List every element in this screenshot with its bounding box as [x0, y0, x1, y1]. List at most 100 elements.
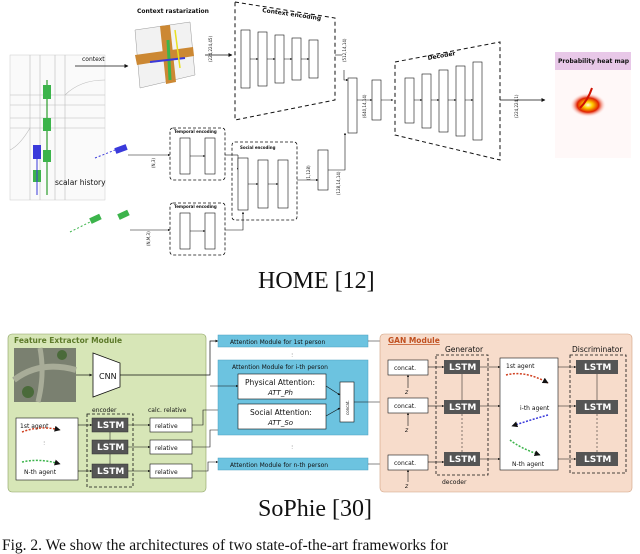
agent-trajectory-2: [69, 209, 130, 233]
context-feature-dim: (512,14,14): [342, 38, 347, 62]
temporal-encoding-label-2: Temporal encoding: [174, 204, 217, 209]
social-attention-block: Social Attention: ATT_So: [237, 403, 327, 430]
scene-image: [12, 347, 77, 403]
noise-z-3: z: [404, 483, 409, 490]
svg-text:LSTM: LSTM: [97, 443, 124, 453]
svg-text:Attention Module for i-th pers: Attention Module for i-th person: [232, 364, 328, 371]
predictions-panel: [499, 357, 559, 471]
context-label: context: [82, 56, 105, 63]
home-title: HOME [12]: [258, 268, 375, 294]
generator-label: Generator: [445, 345, 484, 354]
cnn-block: [92, 352, 121, 398]
social-repeat-dim: (128,14,14): [336, 171, 341, 195]
home-diagram: context Context rastarization (224,224,4…: [9, 1, 631, 294]
feature-extractor-label: Feature Extractor Module: [14, 336, 122, 345]
encoder-lstm-1: LSTM: [91, 417, 129, 433]
agent-n-label: N-th agent: [24, 469, 57, 476]
svg-text:relative: relative: [155, 469, 178, 476]
relative-box-1: relative: [149, 417, 193, 433]
attention-module-n: Attention Module for n-th person: [217, 457, 369, 471]
svg-text:relative: relative: [155, 423, 178, 430]
temporal-encoder-2: Temporal encoding: [169, 202, 226, 256]
svg-text:Social Attention:: Social Attention:: [250, 408, 312, 417]
encoder-group: [86, 413, 134, 488]
social-feature-block: [317, 149, 329, 191]
figure-caption: Fig. 2. We show the architectures of two…: [2, 537, 449, 554]
concat-block-attention: concat.: [339, 381, 355, 423]
agent-trajectory-1: [94, 144, 128, 159]
attention-module-1: Attention Module for 1st person: [217, 334, 369, 348]
sophie-diagram: Feature Extractor Module CNN encoder cal…: [7, 333, 633, 522]
svg-text:concat.: concat.: [394, 403, 416, 410]
output-dim: (224,224,1): [514, 94, 519, 118]
context-input-dim: (224,224,45): [208, 36, 213, 62]
svg-text:LSTM: LSTM: [97, 467, 124, 477]
relative-box-3: relative: [149, 463, 193, 479]
context-encoder: Context encoding: [234, 1, 336, 121]
gan-module-label: GAN Module: [388, 336, 440, 345]
svg-text:LSTM: LSTM: [449, 455, 476, 465]
history-dim-2: (N,M,3): [146, 231, 151, 246]
discriminator-label: Discriminator: [572, 345, 623, 354]
disc-lstm-2: LSTM: [576, 400, 618, 414]
relative-box-2: relative: [149, 439, 193, 455]
gen-agent-i-label: i-th agent: [520, 405, 550, 412]
gen-agent-1-label: 1st agent: [506, 363, 535, 370]
gan-concat-3: concat.: [387, 454, 429, 471]
svg-text:concat.: concat.: [394, 365, 416, 372]
attention-dots-2: ⋮: [290, 444, 294, 449]
gan-concat-1: concat.: [387, 359, 429, 376]
svg-text:concat.: concat.: [345, 400, 350, 415]
gan-concat-2: concat.: [387, 397, 429, 414]
rasterized-context-image: [134, 21, 196, 89]
svg-text:relative: relative: [155, 445, 178, 452]
noise-z-1: z: [404, 389, 409, 396]
gan-decoder-label: decoder: [442, 479, 467, 486]
encoder-lstm-3: LSTM: [91, 463, 129, 479]
context-rasterization-label: Context rastarization: [137, 8, 209, 15]
social-encoding-label: Social encoding: [240, 145, 276, 150]
heatmap-label: Probability heat map: [558, 58, 630, 65]
decoder-lstm-2: LSTM: [444, 400, 480, 414]
svg-text:Attention Module for 1st perso: Attention Module for 1st person: [230, 339, 325, 346]
svg-text:LSTM: LSTM: [97, 421, 124, 431]
encoder-lstm-2: LSTM: [91, 439, 129, 455]
history-dim-1: (N,3): [151, 158, 156, 168]
physical-attention-block: Physical Attention: ATT_Ph: [237, 373, 327, 400]
cnn-label: CNN: [99, 372, 117, 381]
decoder-lstm-1: LSTM: [444, 360, 480, 374]
scalar-history-label: scalar history: [55, 178, 106, 187]
agent-1-label: 1st agent: [20, 423, 49, 430]
svg-text:LSTM: LSTM: [584, 363, 611, 373]
temporal-encoding-label-1: Temporal encoding: [174, 129, 217, 134]
svg-text:Attention Module for n-th pers: Attention Module for n-th person: [230, 462, 328, 469]
fusion-dim: (640,14,14): [362, 94, 367, 118]
gen-agent-n-label: N-th agent: [512, 461, 545, 468]
social-encoder: Social encoding: [231, 141, 298, 221]
disc-lstm-3: LSTM: [576, 452, 618, 466]
sophie-title: SoPhie [30]: [258, 496, 372, 522]
svg-text:concat.: concat.: [394, 460, 416, 467]
probability-heatmap: Probability heat map: [555, 52, 631, 158]
svg-text:LSTM: LSTM: [584, 455, 611, 465]
road-map-image: [9, 54, 106, 201]
decoder-label: Decoder: [427, 50, 456, 62]
social-dim: (1,128): [306, 165, 311, 180]
context-encoding-label: Context encoding: [262, 7, 322, 22]
temporal-encoder-1: Temporal encoding: [169, 127, 226, 181]
decoder-group: [435, 354, 489, 476]
agent-dots: ⋮: [42, 440, 46, 445]
svg-text:Physical Attention:: Physical Attention:: [245, 378, 315, 387]
decoder-lstm-3: LSTM: [444, 452, 480, 466]
disc-lstm-1: LSTM: [576, 360, 618, 374]
noise-z-2: z: [404, 427, 409, 434]
decoder: Decoder: [394, 41, 501, 161]
attention-dots: ⋮: [290, 352, 294, 357]
svg-text:LSTM: LSTM: [584, 403, 611, 413]
svg-text:LSTM: LSTM: [449, 403, 476, 413]
encoder-label: encoder: [92, 407, 117, 414]
svg-text:ATT_Ph: ATT_Ph: [267, 389, 293, 397]
calc-relative-label: calc. relative: [148, 407, 187, 414]
svg-text:LSTM: LSTM: [449, 363, 476, 373]
